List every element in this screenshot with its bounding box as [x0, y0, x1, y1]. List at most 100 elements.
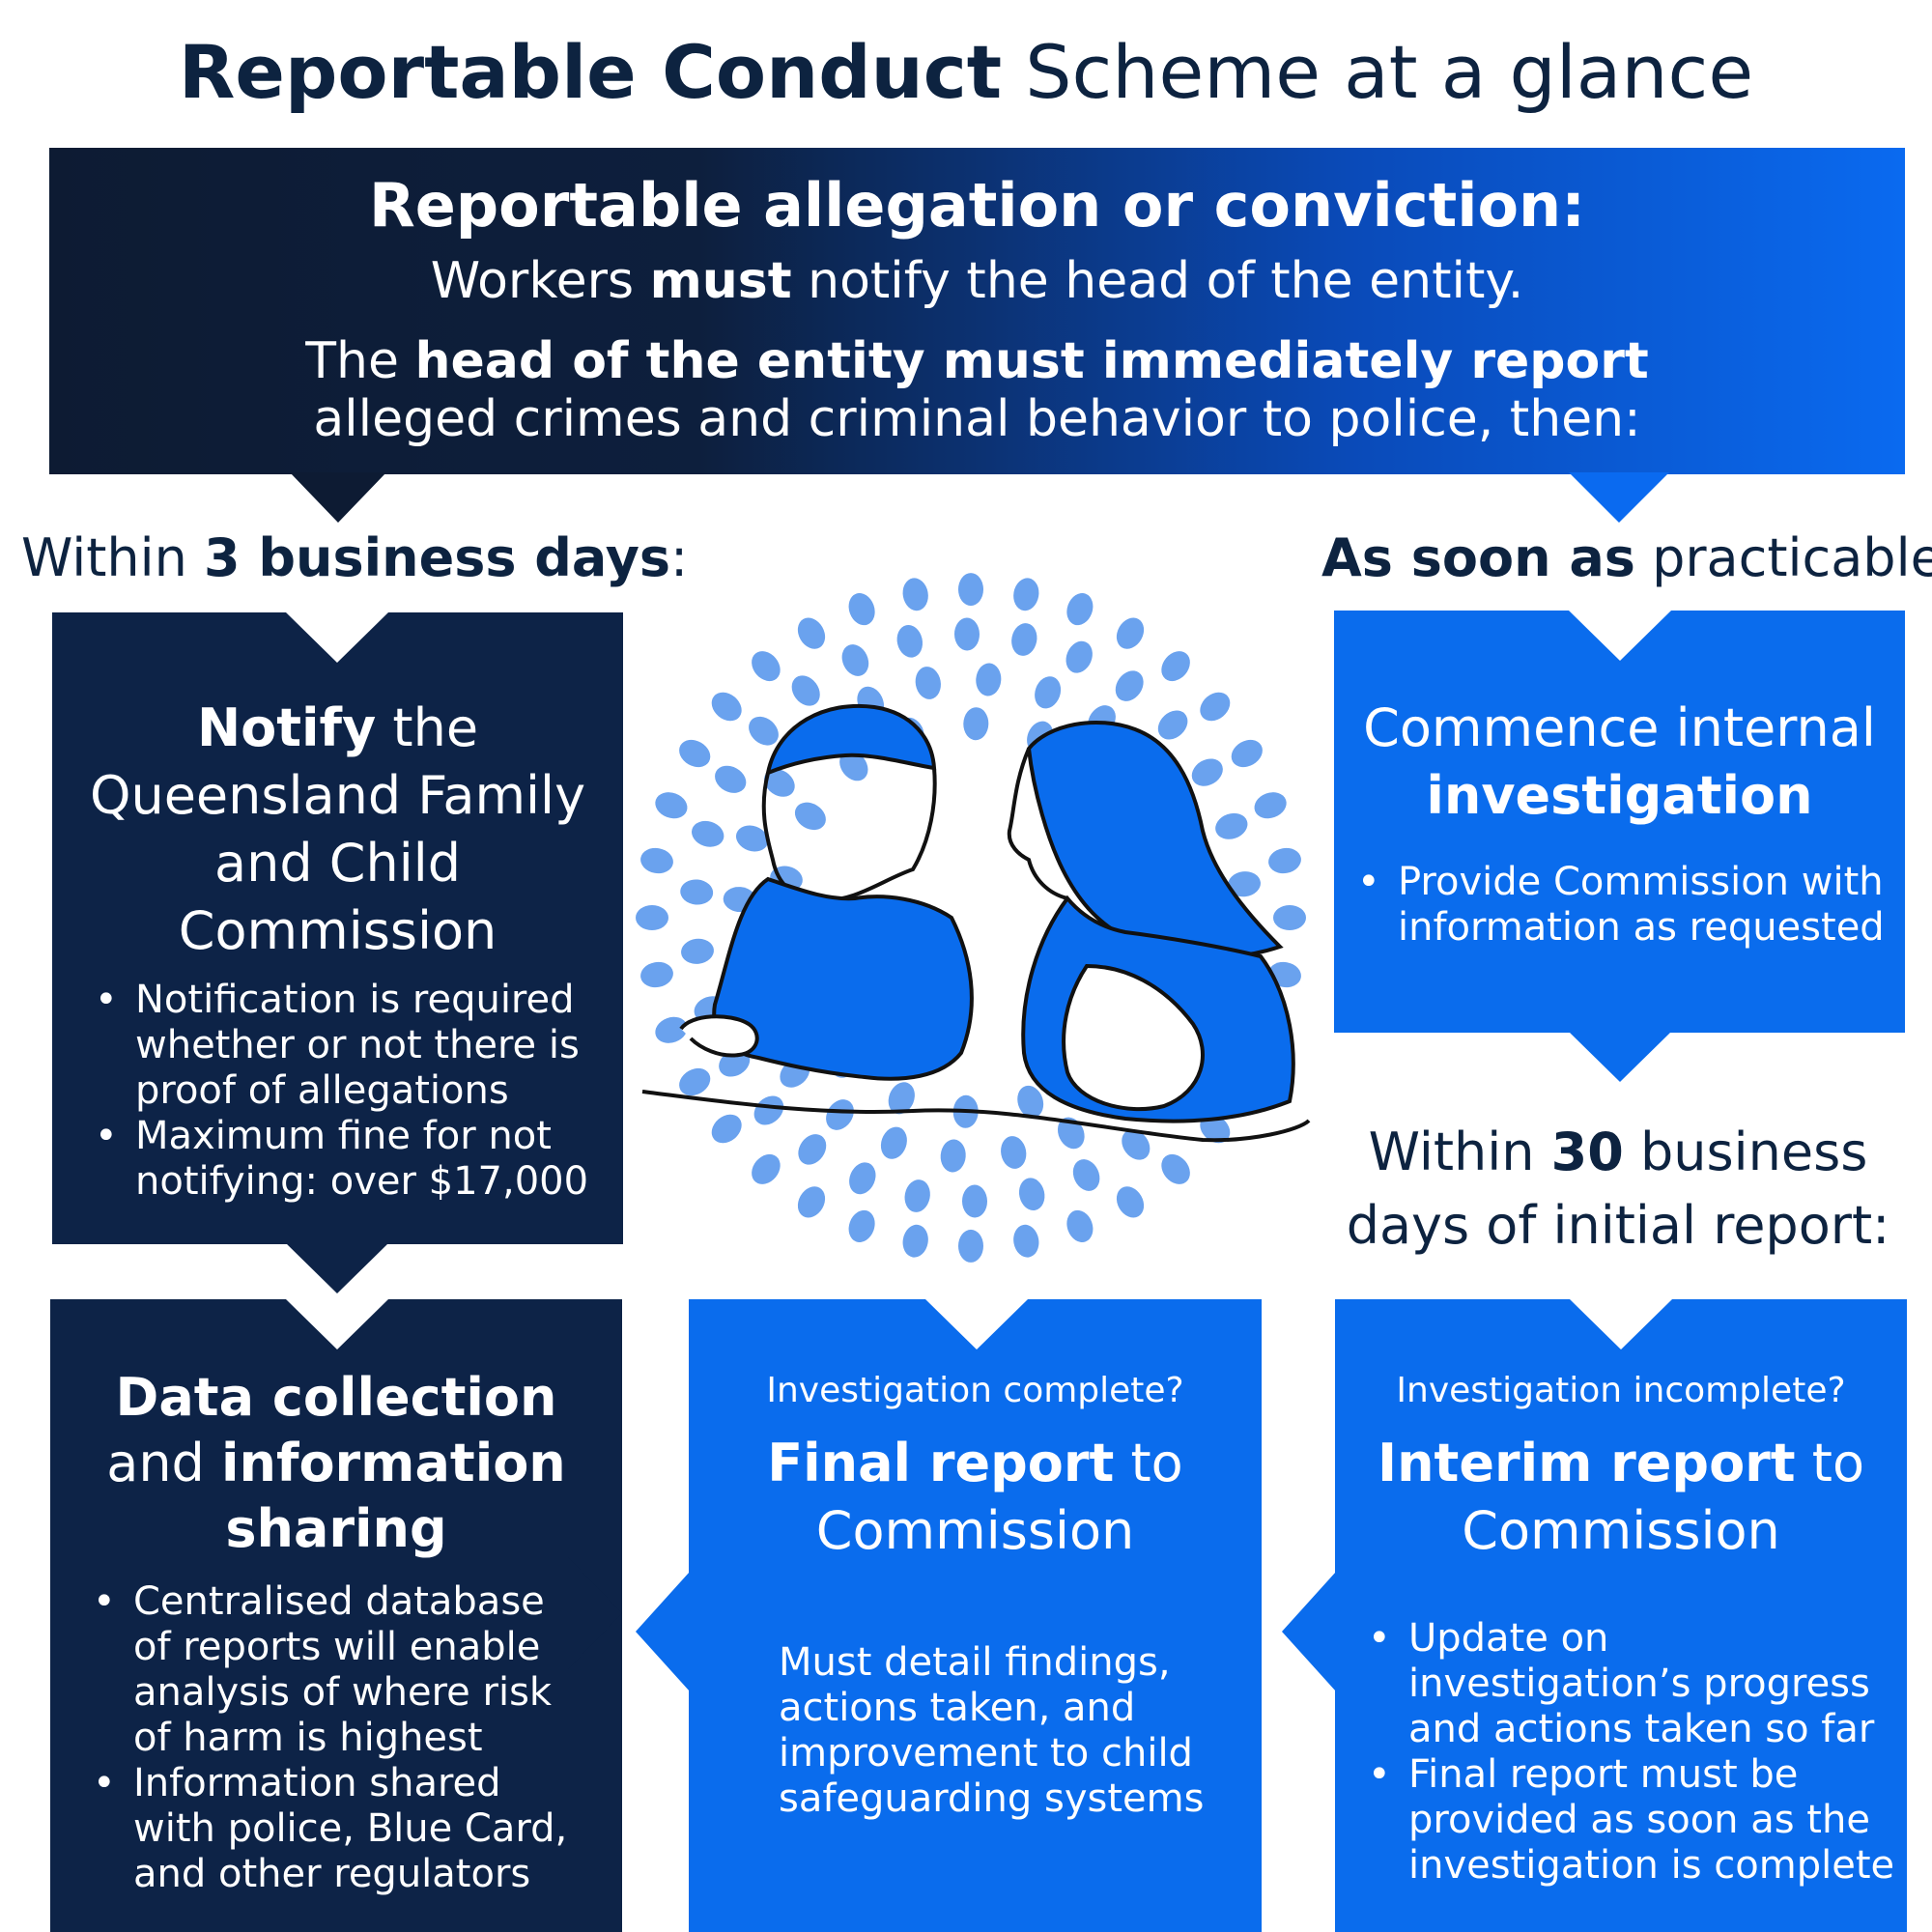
decorative-dot	[1013, 578, 1039, 611]
decorative-dot	[753, 1095, 784, 1125]
decorative-dot	[679, 1067, 711, 1096]
people-illustration	[636, 573, 1311, 1263]
decorative-dot	[848, 1209, 875, 1242]
decorative-dot	[1001, 1136, 1027, 1169]
interim-box-heading: Interim report to Commission	[1377, 1433, 1865, 1561]
data-box-notch	[286, 1299, 388, 1350]
list-item: Notification is required whether or not …	[91, 978, 612, 1114]
interim-box-side-arrow	[1282, 1572, 1336, 1691]
notify-box-notch	[286, 612, 388, 663]
decorative-dot	[752, 1153, 781, 1184]
decorative-dot	[794, 802, 826, 831]
investigation-box-notch	[1569, 611, 1671, 661]
final-box-description: Must detail findings, actions taken, and…	[779, 1640, 1205, 1821]
decorative-dot	[1161, 651, 1190, 682]
decorative-dot	[1200, 692, 1231, 722]
decorative-dot	[735, 825, 769, 852]
decorative-dot	[1116, 617, 1145, 649]
decorative-dot	[1057, 1117, 1085, 1150]
notify-box-heading: Notify the Queensland Family and Child C…	[89, 697, 586, 961]
decorative-dot	[976, 663, 1002, 696]
decorative-dot	[961, 1184, 988, 1218]
decorative-dot	[902, 1224, 928, 1258]
decorative-dot	[711, 692, 742, 722]
decorative-dot	[958, 573, 983, 607]
decorative-dot	[764, 769, 795, 797]
decorative-dot	[888, 1082, 915, 1115]
page-title: Reportable Conduct Scheme at a glance	[178, 29, 1754, 115]
woman-face-outline	[1007, 748, 1068, 900]
decorative-dot	[1066, 1209, 1094, 1242]
decorative-dot	[1273, 905, 1306, 930]
final-box-side-arrow	[636, 1572, 690, 1691]
man-arm-outline	[679, 1014, 759, 1058]
decorative-dot	[1065, 640, 1093, 673]
list-item: Update on investigation’s progress and a…	[1364, 1616, 1895, 1752]
decorative-dot	[848, 593, 875, 626]
decorative-dot	[904, 1179, 930, 1212]
woman-hair-shape	[1026, 720, 1284, 959]
decorative-dot	[1011, 623, 1037, 656]
decorative-dot	[797, 1186, 826, 1218]
label-within-3-days: Within 3 business days:	[21, 527, 689, 588]
decorative-dot	[679, 739, 711, 768]
decorative-dot	[880, 1126, 907, 1159]
interim-box-notch	[1570, 1299, 1672, 1350]
decorative-dot	[680, 879, 714, 905]
notify-commission-box: Notify the Queensland Family and Child C…	[52, 612, 623, 1244]
label-as-soon-as: As soon as practicable:	[1321, 527, 1932, 588]
data-box-bullets: Centralised database of reports will ena…	[89, 1579, 591, 1897]
decorative-dot	[640, 961, 673, 988]
decorative-dot	[1231, 739, 1263, 768]
table-line	[641, 1090, 1311, 1143]
hero-arrow-right	[1569, 472, 1669, 523]
decorative-dot	[902, 578, 928, 611]
decorative-dot	[1157, 710, 1188, 740]
hero-line-workers: Workers must notify the head of the enti…	[430, 252, 1524, 310]
man-shirt-shape	[712, 876, 974, 1081]
decorative-dot	[791, 675, 820, 706]
final-report-box: Investigation complete? Final report to …	[689, 1299, 1262, 1932]
decorative-dot	[1228, 871, 1261, 897]
hero-line-police: alleged crimes and criminal behavior to …	[313, 390, 1641, 448]
decorative-dot	[752, 651, 781, 682]
notify-box-bullets: Notification is required whether or not …	[91, 978, 612, 1205]
data-box-side-tip	[568, 1557, 622, 1669]
man-hair-shape	[765, 703, 937, 777]
decorative-dot	[715, 765, 747, 793]
decorative-dot	[1115, 670, 1144, 701]
decorative-dot	[1018, 1178, 1045, 1211]
hero-arrow-left	[290, 472, 386, 523]
decorative-dot	[798, 1134, 827, 1165]
list-item: Information shared with police, Blue Car…	[89, 1761, 591, 1897]
hero-heading: Reportable allegation or conviction:	[369, 170, 1585, 241]
decorative-dot	[749, 716, 779, 746]
decorative-dot	[1268, 847, 1301, 874]
decorative-dot	[953, 617, 980, 651]
final-box-question: Investigation complete?	[766, 1371, 1184, 1410]
interim-box-bullets: Update on investigation’s progress and a…	[1364, 1616, 1895, 1889]
decorative-dot	[841, 644, 869, 676]
list-item: Maximum fine for not notifying: over $17…	[91, 1114, 612, 1205]
decorative-dot	[826, 1099, 854, 1130]
decorative-dot	[655, 1016, 688, 1043]
data-collection-box: Data collection and information sharing …	[50, 1299, 622, 1932]
decorative-dot	[896, 624, 923, 658]
decorative-dot	[1215, 812, 1248, 839]
notify-box-arrow	[286, 1243, 388, 1293]
woman-sleeve-white	[1062, 963, 1205, 1111]
decorative-dot	[640, 847, 673, 874]
decorative-dot	[692, 820, 724, 847]
decorative-dot	[681, 938, 714, 964]
list-item: Provide Commission with information as r…	[1353, 860, 1894, 951]
hero-banner: Reportable allegation or conviction: Wor…	[49, 148, 1905, 474]
decorative-dot	[1035, 676, 1062, 709]
final-box-heading: Final report to Commission	[767, 1433, 1183, 1561]
data-box-heading: Data collection and information sharing	[106, 1367, 566, 1559]
decorative-dot	[1161, 1153, 1190, 1184]
decorative-dot	[711, 1114, 742, 1144]
decorative-dot	[839, 751, 868, 781]
